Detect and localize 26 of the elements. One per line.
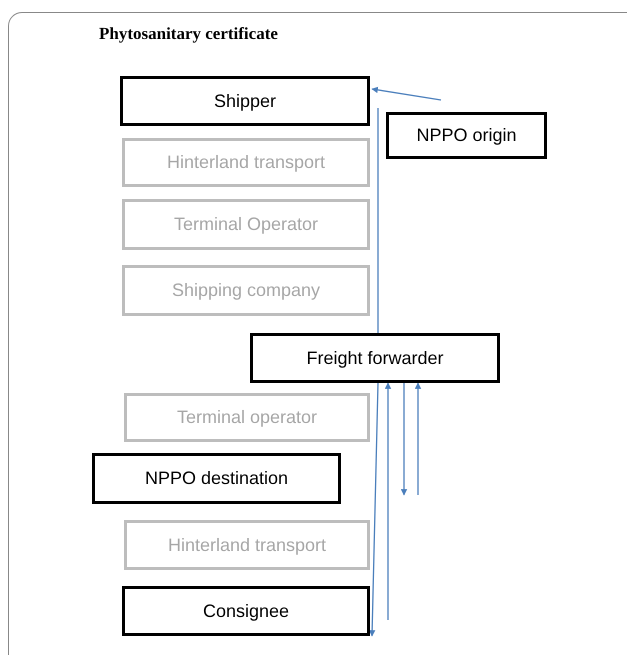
inactive-process-box (124, 393, 370, 442)
box-label: Hinterland transport (166, 152, 326, 173)
box-label: Terminal Operator (174, 214, 318, 235)
process-box (122, 586, 370, 636)
arrow (384, 382, 392, 620)
arrow (368, 382, 379, 637)
process-box (250, 333, 500, 383)
box-label: Shipping company (172, 280, 320, 301)
box-label: Freight forwarder (306, 348, 444, 368)
box-label: Consignee (202, 600, 290, 622)
box-label: Hinterland transport (168, 534, 326, 556)
inactive-process-box (122, 138, 370, 187)
arrow (400, 383, 408, 496)
inactive-process-box (124, 520, 370, 570)
box-label: NPPO origin (416, 125, 517, 146)
inactive-process-box (122, 199, 370, 250)
arrow (371, 86, 442, 101)
arrow (414, 382, 422, 495)
box-label: NPPO destination (144, 468, 288, 489)
process-box (92, 453, 341, 504)
box-label: Terminal operator (176, 407, 318, 428)
process-box (386, 112, 547, 159)
title: Phytosanitary certificate (99, 24, 278, 44)
process-box (120, 76, 370, 126)
inactive-process-box (122, 265, 370, 316)
box-label: Shipper (214, 90, 276, 112)
